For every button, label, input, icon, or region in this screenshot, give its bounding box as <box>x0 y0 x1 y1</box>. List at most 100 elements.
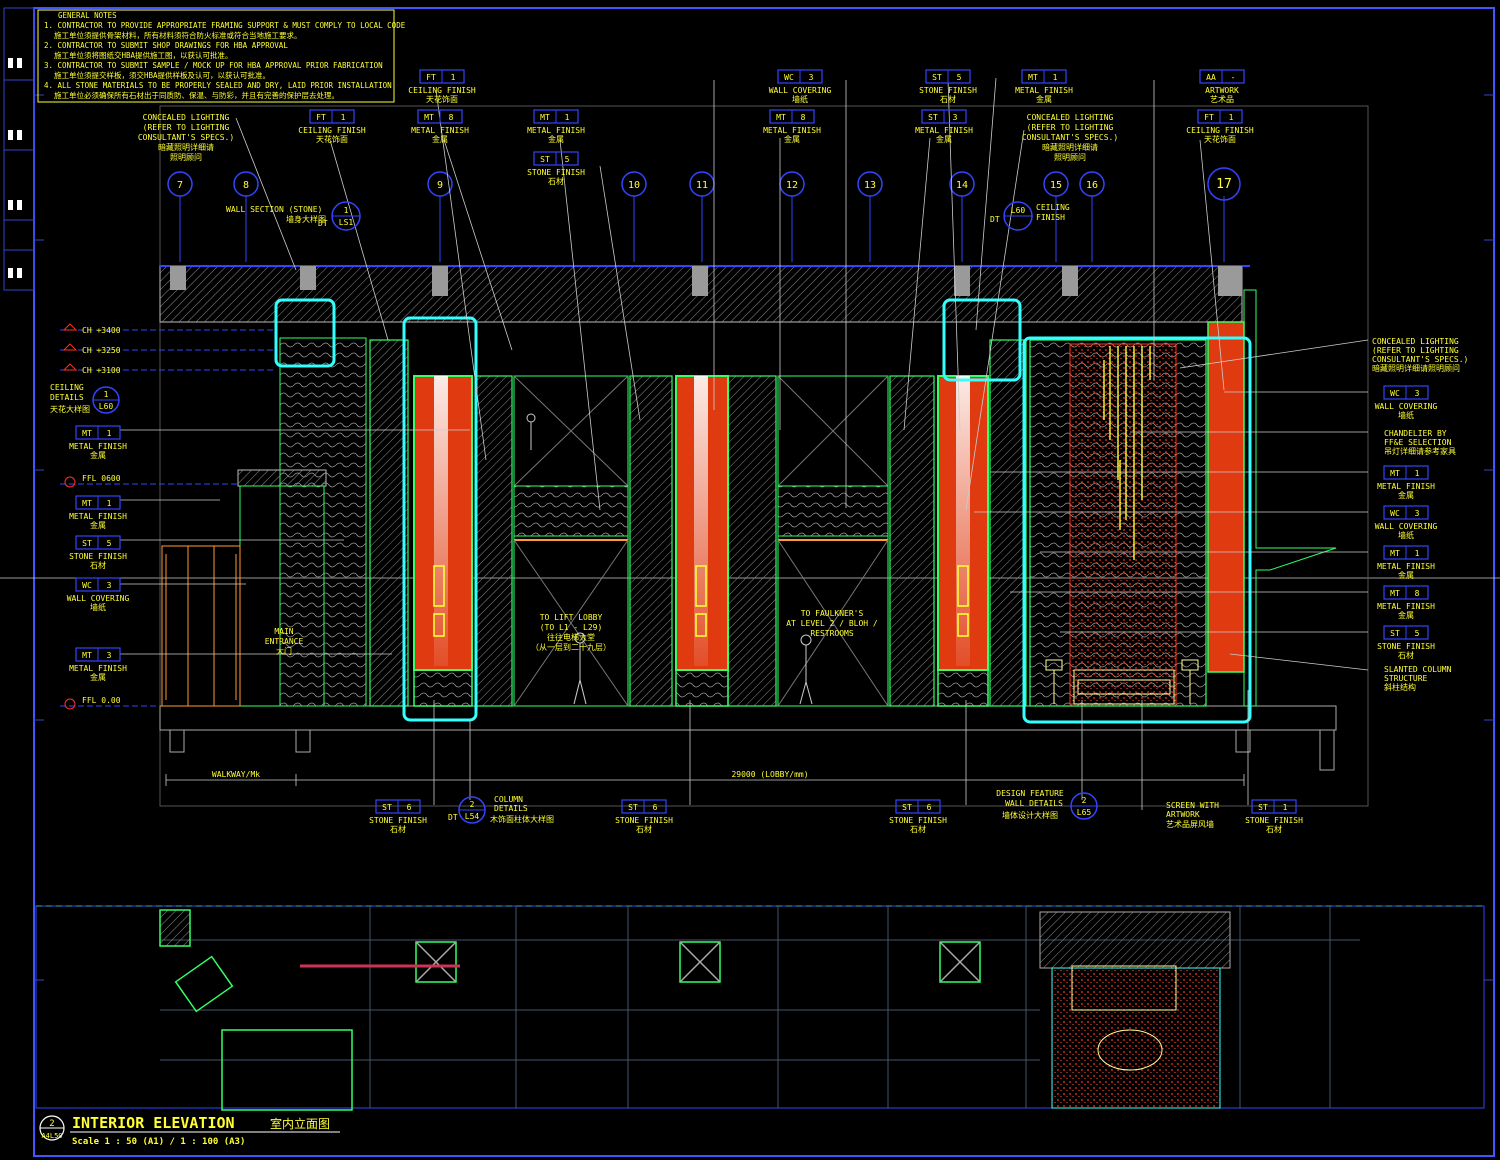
tag-number: 3 <box>1415 389 1420 398</box>
tag-text: METAL FINISH <box>1377 482 1435 491</box>
note-text: CONSULTANT'S SPECS.) <box>138 133 234 142</box>
room-label: 往往电梯大堂 <box>547 632 595 642</box>
ref-sheet: L54 <box>465 812 480 821</box>
tag-number: 5 <box>107 539 112 548</box>
column-bases <box>413 669 989 707</box>
note-line: 3. CONTRACTOR TO SUBMIT SAMPLE / MOCK UP… <box>44 61 383 70</box>
note-text: DESIGN FEATURE <box>996 789 1064 798</box>
screen-artwork <box>1069 343 1177 705</box>
note-text: 木饰面柱体大样图 <box>490 814 554 824</box>
general-notes: GENERAL NOTES 1. CONTRACTOR TO PROVIDE A… <box>44 11 406 100</box>
tag-text: METAL FINISH <box>763 126 821 135</box>
tag-code: MT <box>776 113 786 122</box>
tag-text-cn: 天花饰面 <box>1204 134 1236 144</box>
tag-code: FT <box>1204 113 1214 122</box>
note-text: CONCEALED LIGHTING <box>1027 113 1114 122</box>
grid-bubble: 11 <box>689 171 715 262</box>
tag-number: 5 <box>1415 629 1420 638</box>
note-text: CONSULTANT'S SPECS.) <box>1372 355 1468 364</box>
plan-view <box>35 905 1485 1109</box>
tag-code: AA <box>1206 73 1216 82</box>
tag-text: STONE FINISH <box>527 168 585 177</box>
tag-number: 6 <box>407 803 412 812</box>
detail-highlights <box>274 298 1252 724</box>
slanted-column <box>1243 289 1337 707</box>
ref-number: 2 <box>470 800 475 809</box>
note-line: 施工单位须提供骨架材料，所有材料须符合防火标准或符合当地施工要求。 <box>54 30 302 40</box>
sofa-set <box>1045 659 1199 705</box>
ref-number: 2 <box>1082 796 1087 805</box>
note-text: DT <box>318 219 328 228</box>
grid-number: 7 <box>177 180 183 191</box>
tag-code: MT <box>424 113 434 122</box>
tag-text: METAL FINISH <box>69 512 127 521</box>
level-markers: CH +3400 CH +3250 CH +3100 FFL 0600 FFL … <box>62 323 121 710</box>
note-text: 天花大样图 <box>50 404 90 414</box>
room-label: 大门 <box>276 646 292 656</box>
tag-text-cn: 艺术品 <box>1210 94 1234 104</box>
note-text: DT <box>448 813 458 822</box>
ref-sheet: L60 <box>99 402 114 411</box>
tag-text: STONE FINISH <box>615 816 673 825</box>
grid-number: 10 <box>628 180 640 191</box>
tag-number: 1 <box>451 73 456 82</box>
tag-code: MT <box>1028 73 1038 82</box>
tag-code: MT <box>1390 589 1400 598</box>
grid-number: 9 <box>437 180 443 191</box>
tag-text-cn: 金属 <box>784 134 800 144</box>
note-text: CEILING <box>1036 203 1070 212</box>
tag-number: 1 <box>1283 803 1288 812</box>
note-line: 4. ALL STONE MATERIALS TO BE PROPERLY SE… <box>44 81 392 90</box>
screen-artwork-callout: SCREEN WITH ARTWORK 艺术品屏风墙 <box>1166 801 1219 829</box>
room-label: RESTROOMS <box>810 629 854 638</box>
grid-bubble: 9 <box>427 171 453 262</box>
note-text: STRUCTURE <box>1384 674 1428 683</box>
dimension-lobby: 29000 (LOBBY/mm) <box>731 770 808 779</box>
right-notes: CONCEALED LIGHTING (REFER TO LIGHTING CO… <box>1372 337 1468 692</box>
tag-text-cn: 天花饰面 <box>426 94 458 104</box>
ceiling-details-callout: CEILING DETAILS 天花大样图 1 L60 <box>50 383 120 414</box>
note-text: 斜柱结构 <box>1384 682 1416 692</box>
note-text: CHANDELIER BY <box>1384 429 1447 438</box>
tag-text: STONE FINISH <box>919 86 977 95</box>
tag-text: WALL COVERING <box>1375 402 1438 411</box>
grid-bubble: 14 <box>949 171 975 262</box>
note-text: 暗藏照明详细请 <box>1042 142 1098 152</box>
grid-bubble: 10 <box>621 171 647 262</box>
tag-text-cn: 墙纸 <box>1398 530 1414 540</box>
level-marker: CH +3250 <box>62 343 121 355</box>
tag-text: STONE FINISH <box>1245 816 1303 825</box>
tag-text: WALL COVERING <box>769 86 832 95</box>
dimension-line <box>165 774 1245 786</box>
tag-text-cn: 石材 <box>90 560 106 570</box>
tag-text-cn: 墙纸 <box>1398 410 1414 420</box>
tag-text-cn: 天花饰面 <box>316 134 348 144</box>
tag-text: STONE FINISH <box>69 552 127 561</box>
note-line: 2. CONTRACTOR TO SUBMIT SHOP DRAWINGS FO… <box>44 41 288 50</box>
tag-text: METAL FINISH <box>915 126 973 135</box>
side-strip-marks <box>4 79 34 251</box>
tag-text: METAL FINISH <box>1015 86 1073 95</box>
concealed-lighting-mid: CONCEALED LIGHTING (REFER TO LIGHTING CO… <box>1022 113 1118 162</box>
note-text: WALL DETAILS <box>1005 799 1063 808</box>
note-text: CONSULTANT'S SPECS.) <box>1022 133 1118 142</box>
note-text: COLUMN <box>494 795 523 804</box>
tag-text-cn: 石材 <box>1398 650 1414 660</box>
feature-wall-callout: DESIGN FEATURE WALL DETAILS 墙体设计大样图 2 L6… <box>996 789 1098 820</box>
note-text: (REFER TO LIGHTING <box>1372 346 1459 355</box>
tag-text: STONE FINISH <box>1377 642 1435 651</box>
tag-text-cn: 金属 <box>90 450 106 460</box>
tag-code: ST <box>540 155 550 164</box>
grid-bubble: 15 <box>1043 171 1069 262</box>
tag-text-cn: 金属 <box>1398 490 1414 500</box>
tag-number: 8 <box>801 113 806 122</box>
